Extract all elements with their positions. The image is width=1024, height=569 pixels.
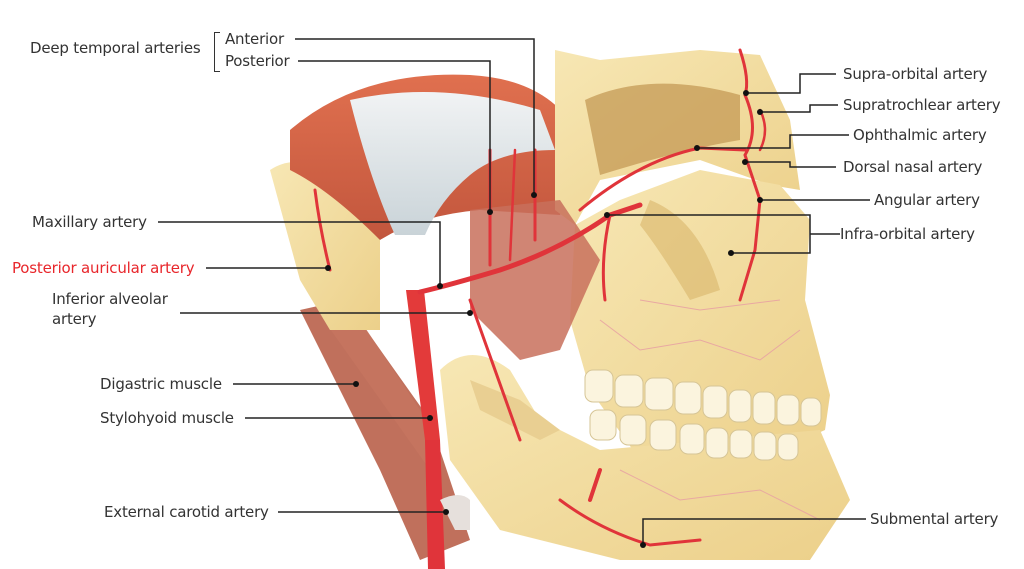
orbit bbox=[585, 83, 740, 175]
label-inferior-alveolar-artery-1: Inferior alveolar bbox=[52, 290, 168, 308]
teeth bbox=[584, 369, 822, 461]
label-dorsal-nasal-artery: Dorsal nasal artery bbox=[843, 158, 983, 176]
label-inferior-alveolar-artery-2: artery bbox=[52, 310, 97, 328]
label-ophthalmic-artery: Ophthalmic artery bbox=[853, 126, 987, 144]
label-deep-temporal-arteries: Deep temporal arteries bbox=[30, 39, 201, 57]
label-infra-orbital-artery: Infra-orbital artery bbox=[840, 225, 975, 243]
label-supra-orbital-artery: Supra-orbital artery bbox=[843, 65, 988, 83]
label-angular-artery: Angular artery bbox=[874, 191, 980, 209]
bracket-deep-temporal bbox=[214, 32, 220, 72]
label-supratrochlear-artery: Supratrochlear artery bbox=[843, 96, 1001, 114]
mandible bbox=[440, 355, 850, 560]
temporalis-tendon bbox=[350, 92, 555, 235]
label-stylohyoid-muscle: Stylohyoid muscle bbox=[100, 409, 234, 427]
external-carotid-vessel bbox=[425, 440, 445, 569]
label-submental-artery: Submental artery bbox=[870, 510, 999, 528]
label-digastric-muscle: Digastric muscle bbox=[100, 375, 222, 393]
label-external-carotid-artery: External carotid artery bbox=[104, 503, 269, 521]
label-posterior: Posterior bbox=[225, 52, 290, 70]
label-anterior: Anterior bbox=[225, 30, 284, 48]
label-posterior-auricular-artery: Posterior auricular artery bbox=[12, 259, 195, 277]
label-maxillary-artery: Maxillary artery bbox=[32, 213, 147, 231]
